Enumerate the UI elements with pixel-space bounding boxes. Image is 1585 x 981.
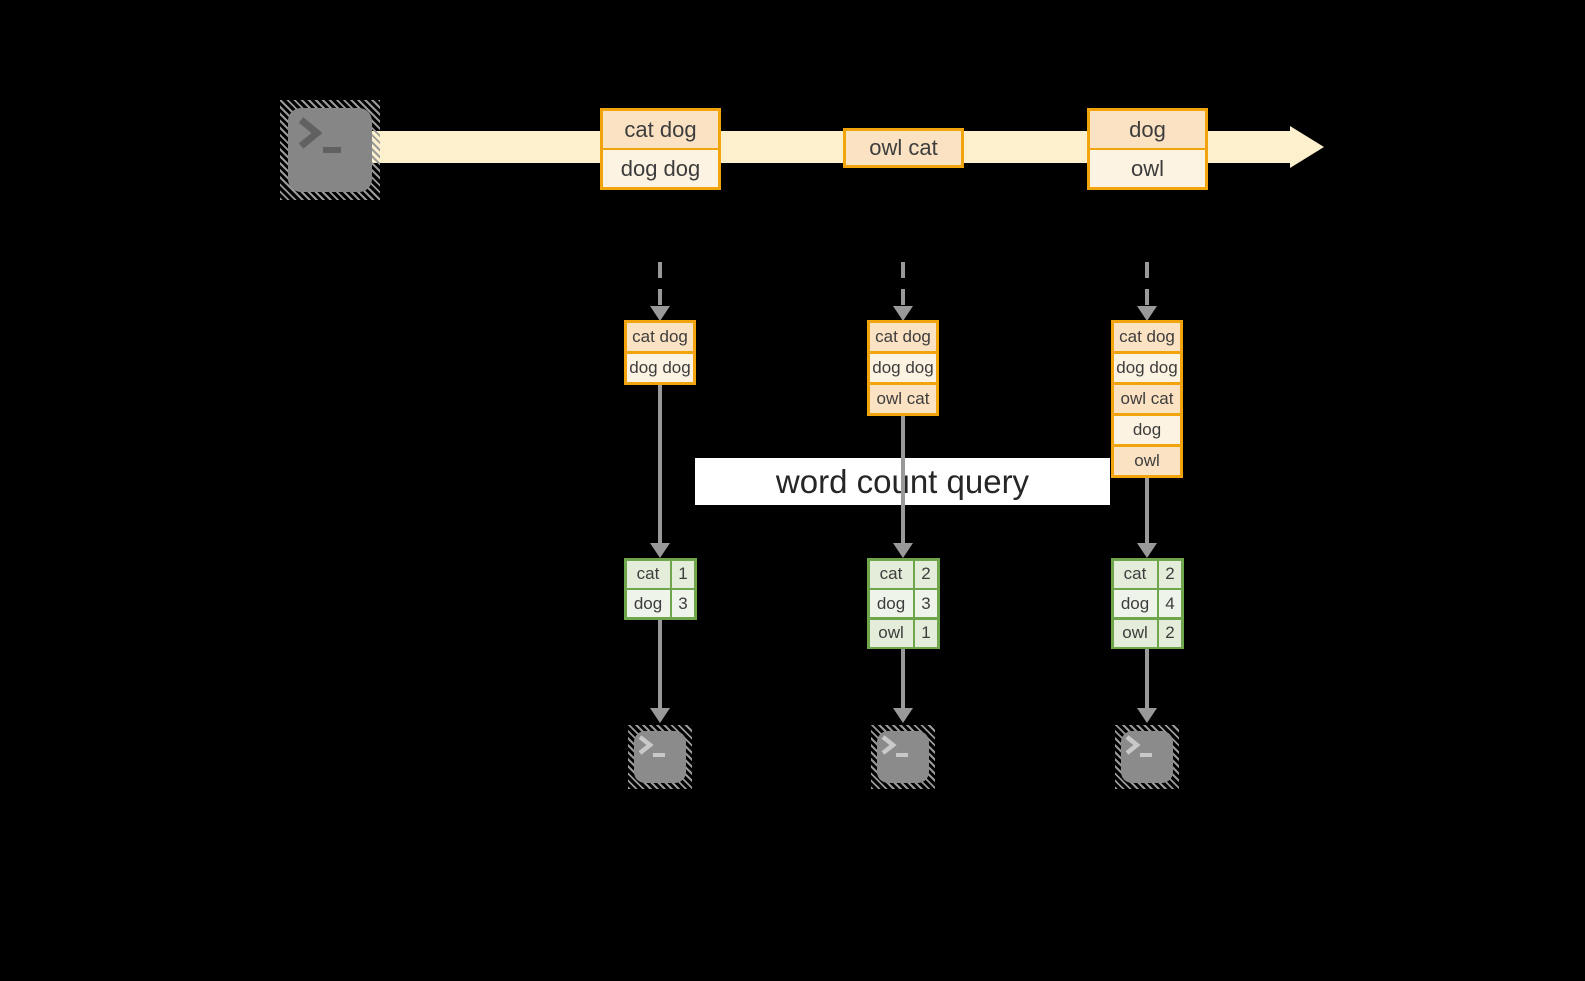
count-value: 2	[1159, 560, 1181, 588]
count-word: dog	[1113, 590, 1157, 617]
count-table-1: cat 1 dog 3	[624, 558, 697, 620]
count-value: 1	[672, 560, 694, 588]
stream-record: cat dog	[603, 111, 718, 148]
stream-record: dog dog	[603, 150, 718, 187]
stream-record: owl	[1090, 150, 1205, 187]
stream-record-batch-2: owl cat	[843, 128, 964, 168]
stack-cell: cat dog	[870, 323, 936, 351]
dashed-arrow-head	[650, 306, 670, 321]
flow-arrow-head	[893, 708, 913, 723]
stream-record-batch-1: cat dog dog dog	[600, 108, 721, 190]
sink-terminal-2	[871, 725, 935, 789]
dashed-arrow	[1145, 262, 1149, 308]
flow-arrow-head	[1137, 543, 1157, 558]
stream-arrow-head	[1290, 126, 1324, 168]
stack-cell: owl cat	[1114, 385, 1180, 413]
count-value: 4	[1159, 590, 1181, 617]
sink-terminal-1	[628, 725, 692, 789]
count-word: owl	[1113, 619, 1157, 647]
count-value: 2	[1159, 619, 1181, 647]
accumulated-stack-3: cat dog dog dog owl cat dog owl	[1111, 320, 1183, 478]
dashed-arrow	[658, 262, 662, 308]
dashed-arrow	[901, 262, 905, 308]
count-word: dog	[626, 590, 670, 617]
stack-cell: dog	[1114, 416, 1180, 444]
terminal-prompt-icon	[881, 735, 908, 757]
count-value: 1	[915, 619, 937, 647]
count-value: 3	[672, 590, 694, 617]
stack-cell: dog dog	[870, 354, 936, 382]
stream-record: owl cat	[846, 131, 961, 165]
flow-arrow-head	[1137, 708, 1157, 723]
count-word: cat	[626, 560, 670, 588]
flow-arrow	[1145, 478, 1149, 543]
flow-arrow	[658, 385, 662, 543]
count-word: owl	[869, 619, 913, 647]
count-word: cat	[1113, 560, 1157, 588]
count-word: dog	[869, 590, 913, 617]
dashed-arrow-head	[893, 306, 913, 321]
flow-arrow	[658, 619, 662, 708]
terminal-prompt-icon	[298, 117, 341, 153]
source-terminal	[280, 100, 380, 200]
count-table-2: cat 2 dog 3 owl 1	[867, 558, 940, 649]
count-value: 3	[915, 590, 937, 617]
stack-cell: cat dog	[627, 323, 693, 351]
accumulated-stack-2: cat dog dog dog owl cat	[867, 320, 939, 416]
stack-cell: owl cat	[870, 385, 936, 413]
stack-cell: dog dog	[1114, 354, 1180, 382]
count-word: cat	[869, 560, 913, 588]
flow-arrow-head	[893, 543, 913, 558]
flow-arrow-head	[650, 708, 670, 723]
stack-cell: owl	[1114, 447, 1180, 475]
flow-arrow	[1145, 649, 1149, 708]
accumulated-stack-1: cat dog dog dog	[624, 320, 696, 385]
flow-arrow	[901, 416, 905, 543]
sink-terminal-3	[1115, 725, 1179, 789]
terminal-prompt-icon	[1125, 735, 1152, 757]
stream-record: dog	[1090, 111, 1205, 148]
stack-cell: dog dog	[627, 354, 693, 382]
terminal-prompt-icon	[638, 735, 665, 757]
count-value: 2	[915, 560, 937, 588]
stack-cell: cat dog	[1114, 323, 1180, 351]
dashed-arrow-head	[1137, 306, 1157, 321]
count-table-3: cat 2 dog 4 owl 2	[1111, 558, 1184, 649]
stream-record-batch-3: dog owl	[1087, 108, 1208, 190]
flow-arrow-head	[650, 543, 670, 558]
flow-arrow	[901, 649, 905, 708]
